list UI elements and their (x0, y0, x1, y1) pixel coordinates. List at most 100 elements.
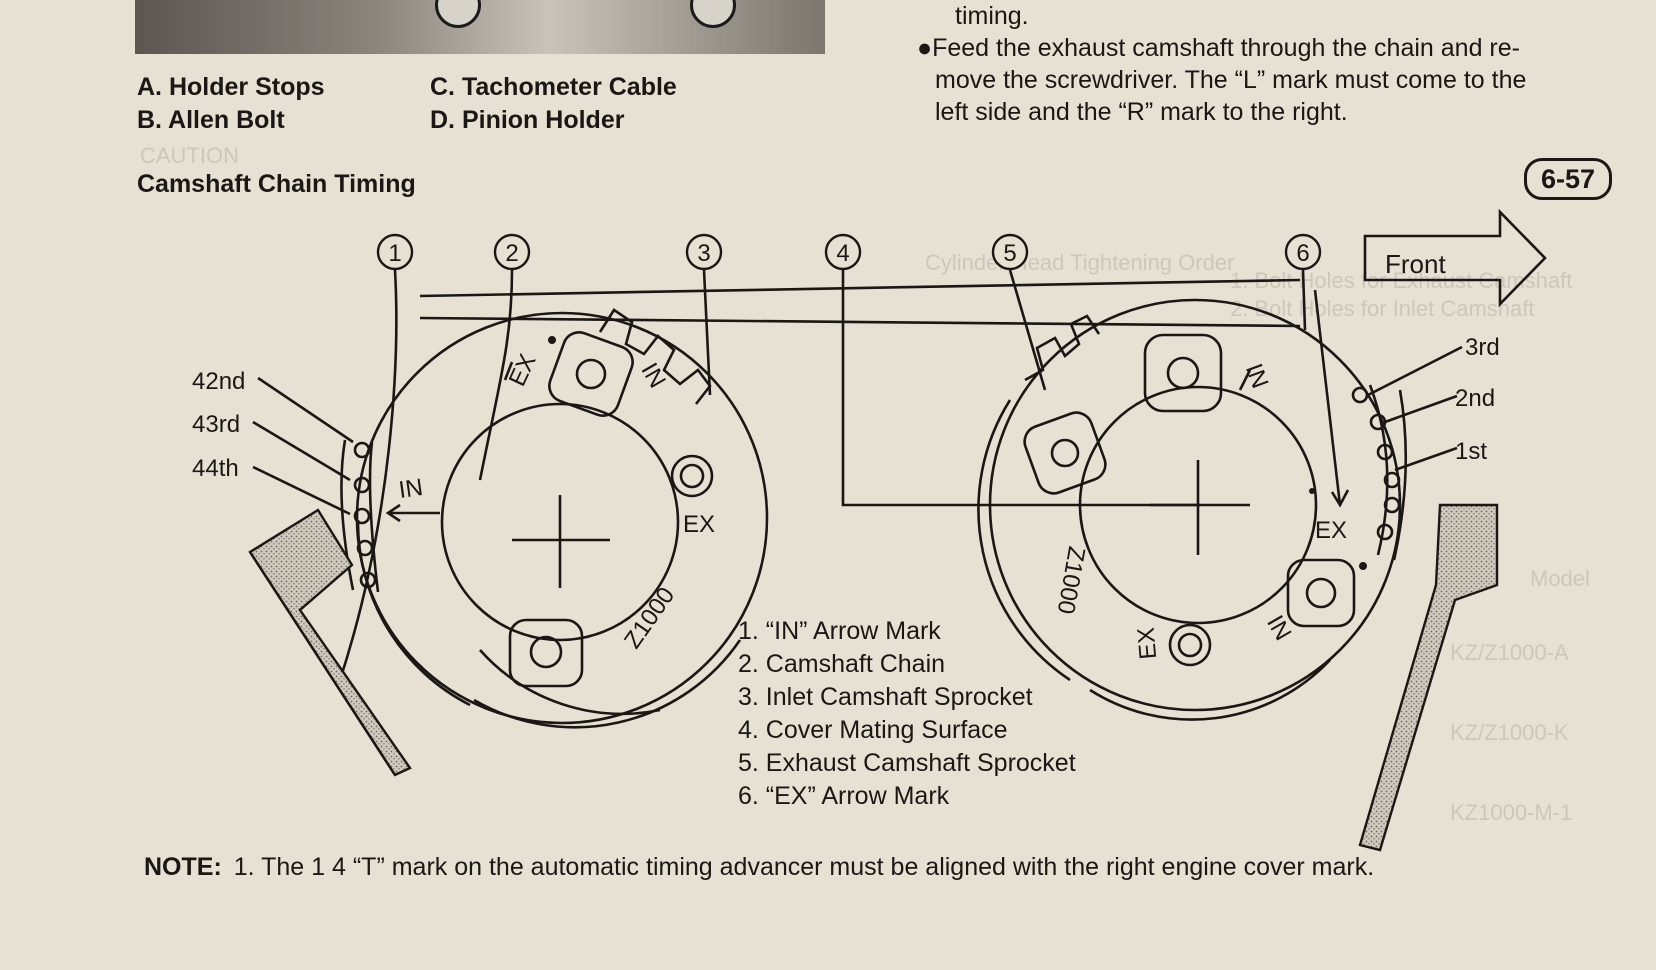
bleed-ghost-row3: KZ1000-M-1 (1450, 800, 1573, 825)
bleed-ghost-line2: 2. Bolt Holes for Inlet Camshaft (1230, 296, 1535, 321)
mark-ex-inlet: EX (683, 511, 715, 538)
inlet-chain-links (340, 439, 380, 593)
pin-label-43rd: 43rd (192, 411, 240, 438)
callout-number-6: 6 (1296, 240, 1309, 267)
leader-2nd (1384, 394, 1458, 424)
timing-dot (1309, 488, 1315, 494)
bleed-ghost-heading: Cylinder Head Tightening Order (925, 250, 1235, 275)
exhaust-lower-arc (1089, 659, 1331, 721)
callout-number-5: 5 (1003, 240, 1016, 267)
inlet-outer-arc (356, 519, 471, 707)
exhaust-cover-shaded (1358, 503, 1499, 852)
callout-number-4: 4 (836, 240, 849, 267)
exhaust-bolt-boss-top (1143, 333, 1223, 413)
exhaust-chain-pin (1376, 523, 1394, 541)
leader-line-6 (1301, 269, 1307, 331)
inlet-chain-pin (356, 539, 374, 557)
leader-43rd (252, 420, 351, 482)
inlet-hub (440, 402, 680, 642)
parts-list-item: 2. Camshaft Chain (738, 650, 946, 678)
section-heading: Camshaft Chain Timing (137, 170, 416, 198)
right-text-line-4: left side and the “R” mark to the right. (935, 98, 1348, 126)
cover-mating-surface-top (419, 278, 1301, 298)
exhaust-outer-arc (977, 399, 1071, 682)
exhaust-sprocket-teeth (1024, 314, 1101, 382)
leader-line-4 (841, 268, 1000, 507)
parts-list-item: 6. “EX” Arrow Mark (738, 782, 950, 810)
bleed-ghost-model: Model (1530, 566, 1590, 591)
exhaust-chain-links (1368, 384, 1408, 561)
callout-number-3: 3 (697, 240, 710, 267)
pin-label-42nd: 42nd (192, 368, 245, 395)
inlet-inner-arc (473, 639, 742, 729)
leader-line-1 (338, 269, 398, 681)
inlet-bolt-boss-top (548, 331, 634, 417)
ex-arrow-mark (1313, 289, 1350, 508)
pin-label-3rd: 3rd (1465, 334, 1500, 361)
leader-42nd (257, 376, 354, 444)
note-label: NOTE: (144, 853, 222, 881)
inlet-sprocket-rim (355, 311, 769, 725)
pin-label-2nd: 2nd (1455, 385, 1495, 412)
inlet-chain-pin (353, 441, 371, 459)
mark-ex-exhaust-rotated: EX (1133, 626, 1163, 660)
mark-ex-inlet-rotated: EX (504, 350, 542, 390)
note-line: NOTE: 1. The 1 4 “T” mark on the automati… (144, 853, 1374, 882)
legend-allen-bolt: B. Allen Bolt (137, 106, 285, 134)
front-arrow (1363, 208, 1547, 308)
exhaust-bolt-hole (1166, 356, 1200, 390)
note-text: 1. The 1 4 “T” mark on the automatic tim… (233, 853, 1375, 881)
mark-in-inlet-rotated: IN (635, 358, 670, 392)
mark-in-exhaust-rotated: IN (1240, 360, 1274, 392)
callout-circle-2 (493, 233, 531, 271)
mark-ex-exhaust: EX (1315, 517, 1347, 544)
figure-number-badge: 6-57 (1524, 158, 1612, 200)
mark-in-inlet: IN (397, 474, 425, 504)
inlet-bolt-hole (529, 635, 563, 669)
timing-dot (548, 336, 556, 344)
inlet-bolt-hole (670, 454, 714, 498)
bleed-ghost-row2: KZ/Z1000-K (1450, 720, 1569, 745)
callout-number-2: 2 (505, 240, 518, 267)
pin-label-44th: 44th (192, 455, 239, 482)
leader-44th (252, 465, 351, 516)
inlet-sprocket-teeth (598, 308, 712, 405)
exhaust-bolt-boss-left (1023, 411, 1107, 495)
leader-line-3 (702, 269, 712, 396)
inlet-chain-pin (353, 507, 371, 525)
leader-line-5 (1008, 269, 1047, 391)
exhaust-bolt-boss-right (1286, 558, 1356, 628)
timing-dot (1359, 562, 1367, 570)
exhaust-chain-pin (1383, 471, 1401, 489)
inlet-cover-shaded (248, 508, 412, 777)
legend-tachometer-cable: C. Tachometer Cable (430, 73, 677, 101)
bleed-caution: CAUTION (140, 143, 239, 168)
pin-label-1st: 1st (1455, 438, 1487, 465)
right-text-line-3: move the screwdriver. The “L” mark must … (935, 66, 1527, 94)
exhaust-bolt-hole (1168, 623, 1212, 667)
parts-list: 1. “IN” Arrow Mark 2. Camshaft Chain 3. … (738, 617, 1076, 815)
bleed-ghost-row1: KZ/Z1000-A (1450, 640, 1569, 665)
parts-list-item: 3. Inlet Camshaft Sprocket (738, 683, 1033, 711)
leader-3rd (1367, 345, 1463, 397)
inlet-lower-arc (479, 649, 661, 716)
in-arrow-mark (385, 503, 440, 523)
parts-list-item: 1. “IN” Arrow Mark (738, 617, 941, 645)
leader-1st (1394, 446, 1458, 472)
callout-circle-5 (991, 233, 1029, 271)
inlet-bolt-hole-inner (679, 463, 705, 489)
front-arrow-label: Front (1385, 249, 1446, 279)
exhaust-hub (1078, 385, 1318, 625)
exhaust-bolt-hole (1050, 438, 1080, 468)
inlet-bolt-hole (575, 358, 607, 390)
inlet-chain-pin (353, 476, 371, 494)
callout-circle-6 (1284, 233, 1322, 271)
inlet-bolt-boss-bottom (508, 618, 584, 688)
callout-circle-3 (685, 233, 723, 271)
callout-circle-1 (376, 233, 414, 271)
leader-line-2 (478, 269, 514, 481)
mark-model-exhaust: Z1000 (1052, 544, 1090, 616)
inlet-cover-outline (248, 551, 397, 776)
parts-list-item: 4. Cover Mating Surface (738, 716, 1008, 744)
